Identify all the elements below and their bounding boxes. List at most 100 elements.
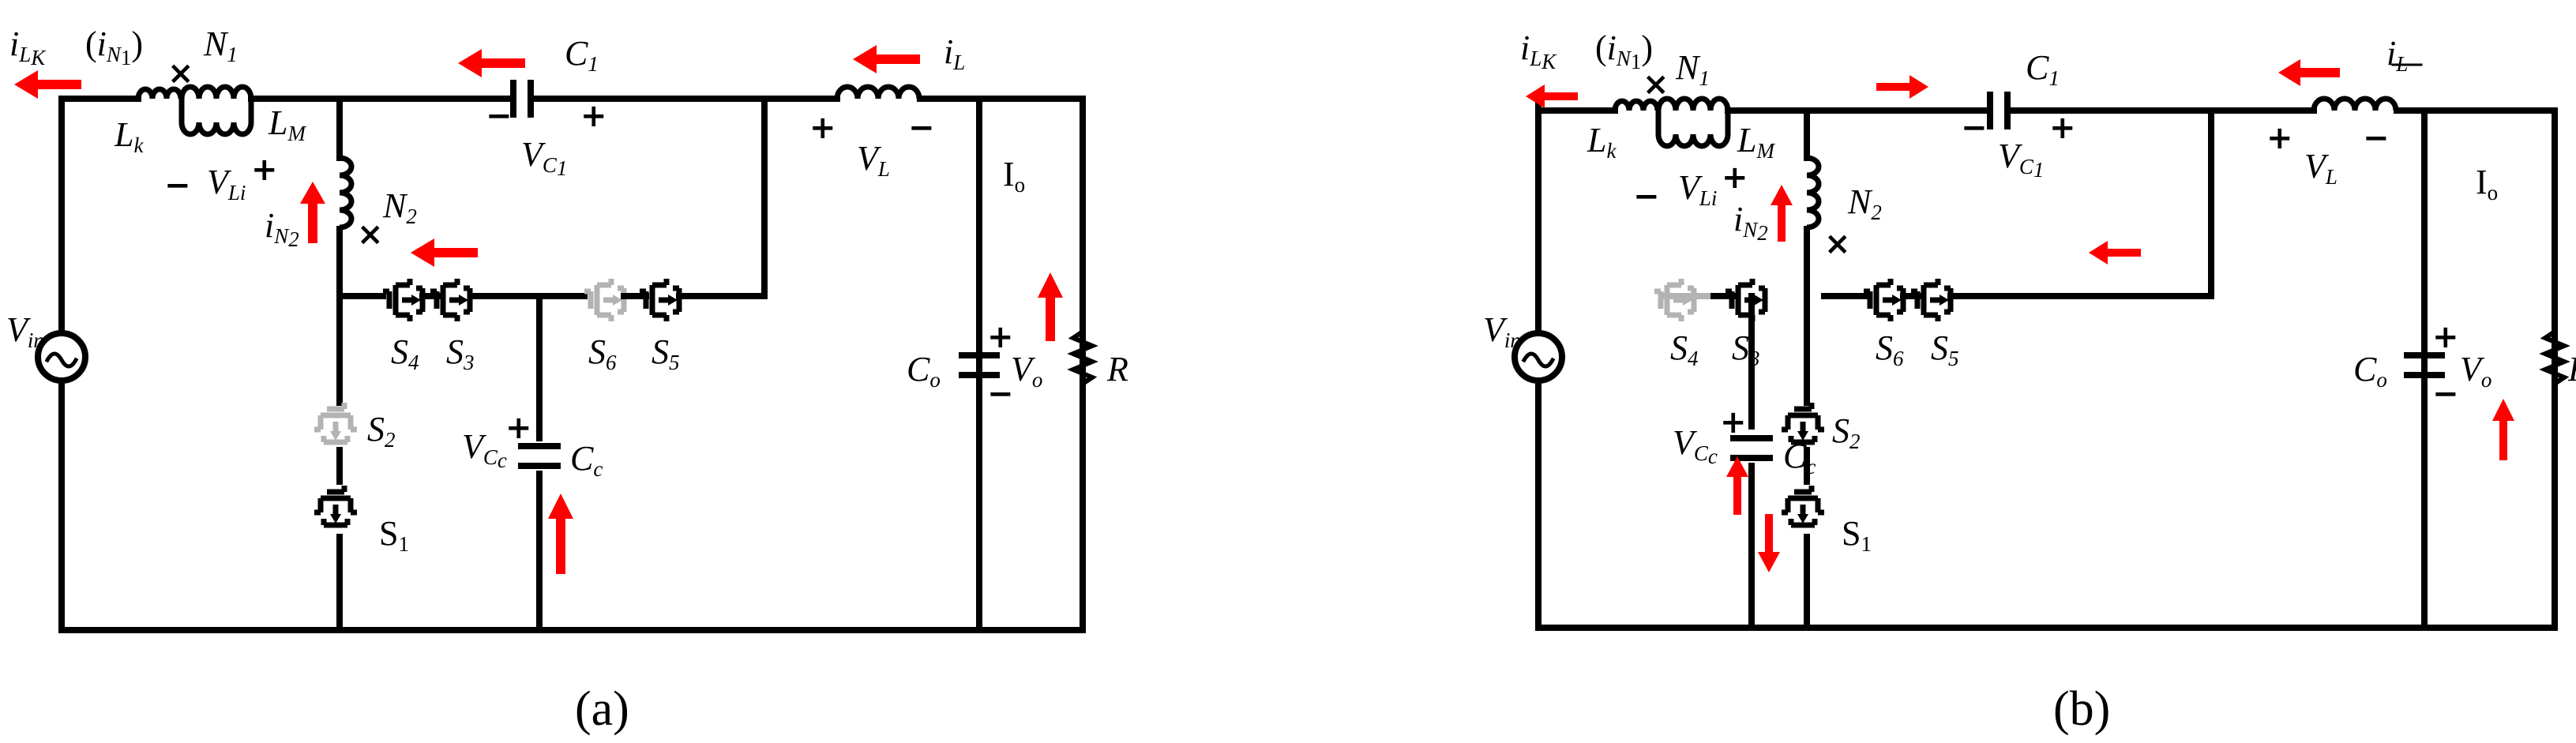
panel-a-io-arrow [1038, 272, 1063, 341]
panel-a-s5-switch [640, 279, 679, 321]
panel-a-cc-plus: + [505, 410, 532, 446]
panel-b-cc-capacitor [1730, 435, 1773, 461]
panel-b-s6-label: S6 [1876, 328, 1904, 370]
panel-b: × × − + − + + − + + [1483, 28, 2576, 736]
panel-b-vli-label: VLi [1678, 168, 1717, 210]
panel-a-s4-switch [383, 279, 422, 321]
panel-a-vcc-label: VCc [462, 427, 507, 472]
panel-b-s3-switch [1725, 279, 1765, 321]
panel-a-caption: (a) [575, 682, 629, 736]
panel-a-in2-label: iN2 [265, 206, 299, 251]
panel-b-vli-plus: + [1722, 159, 1748, 196]
panel-b-in1-label: (iN1) [1595, 28, 1653, 73]
panel-a-vc1-label: VC1 [521, 135, 567, 180]
panel-a-il-label: iL [944, 32, 965, 74]
panel-a-wires [58, 96, 1086, 633]
panel-b-c1-label: C1 [2026, 48, 2060, 90]
panel-a: × × [6, 24, 1128, 736]
panel-a-labels: iLK (iN1) N1 C1 iL Lk LM VLi VC1 VL Io i… [6, 24, 1128, 556]
panel-b-r-label: R [2567, 350, 2576, 388]
panel-b-cc-plus: + [1720, 404, 1747, 441]
panel-a-cc-arrow [548, 493, 573, 574]
panel-b-n1-dot: × [1643, 66, 1669, 103]
panel-a-vc1-plus: + [580, 98, 607, 134]
panel-b-vin-label: Vin [1483, 310, 1521, 352]
panel-a-vl-label: VL [857, 139, 890, 181]
panel-a-vin-source [35, 330, 88, 384]
panel-a-vin-label: Vin [6, 310, 44, 352]
panel-b-il-label: iL [2386, 34, 2408, 76]
panel-a-s1-switch [314, 486, 357, 525]
panel-b-s4-switch [1654, 279, 1694, 321]
panel-a-s3-switch [430, 279, 470, 321]
panel-b-n2-dot: × [1824, 226, 1851, 262]
panel-b-vl-plus: + [2266, 120, 2293, 156]
panel-b-lk-inductor [1612, 98, 1661, 111]
panel-a-r-resistor [1067, 328, 1098, 388]
panel-a-vl-minus: − [908, 110, 935, 146]
panel-a-in2-arrow [300, 182, 325, 243]
panel-b-vin-source [1511, 330, 1565, 384]
panel-b-s3-label: S3 [1732, 328, 1760, 370]
panel-a-lk-label: Lk [114, 115, 144, 157]
panel-a-vc1-minus: − [486, 98, 513, 134]
panel-a-co-minus: − [987, 376, 1014, 412]
panel-b-r-resistor [2539, 328, 2570, 388]
panel-a-s1-label: S1 [379, 514, 409, 556]
panel-b-s6-switch [1864, 279, 1903, 321]
panel-a-lm-label: LM [268, 103, 306, 145]
panel-a-lk-inductor [135, 86, 184, 99]
panel-b-co-label: Co [2353, 350, 2387, 392]
panel-a-s4-label: S4 [391, 332, 419, 374]
panel-a-n1-winding [178, 84, 254, 137]
panel-b-vc1-label: VC1 [1998, 137, 2044, 182]
panel-a-vli-label: VLi [207, 163, 246, 205]
panel-b-current-arrows [1526, 59, 2514, 572]
panel-b-n2-label: N2 [1847, 182, 1882, 224]
panel-a-current-arrows [14, 45, 1063, 574]
panel-a-n2-dot: × [357, 216, 384, 253]
panel-b-s1-arrow [1726, 456, 1748, 515]
panel-a-c1-arrow [458, 49, 525, 77]
panel-b-cc-arrow [1758, 514, 1780, 572]
panel-a-l-inductor [834, 84, 922, 99]
panel-b-s1-label: S1 [1842, 514, 1872, 556]
panel-b-n1-winding [1655, 96, 1731, 149]
panel-a-io-label: Io [1003, 155, 1025, 197]
panel-a-s3-label: S3 [446, 332, 475, 374]
panel-a-s4s3-arrow [411, 238, 478, 267]
panel-b-vl-label: VL [2304, 147, 2338, 189]
panel-b-co-capacitor [2404, 352, 2445, 378]
panel-a-n2-winding [339, 155, 355, 231]
panel-b-vc1-minus: − [1961, 110, 1988, 146]
panel-b-s5-label: S5 [1931, 328, 1959, 370]
panel-b-c1-arrow [1876, 75, 1928, 99]
panel-a-vli-minus: − [164, 167, 191, 204]
panel-b-in2-label: iN2 [1733, 200, 1768, 245]
svg-text:iLK: iLK [1520, 28, 1557, 73]
panel-a-n1-label: N1 [203, 24, 238, 66]
panel-b-lk-label: Lk [1587, 121, 1617, 163]
panel-b-lm-label: LM [1737, 121, 1775, 163]
panel-a-co-plus: + [987, 319, 1014, 355]
panel-b-co-minus: − [2432, 376, 2459, 412]
panel-b-ilk-label: i [1520, 28, 1530, 67]
panel-b-vcc-label: VCc [1673, 423, 1718, 468]
panel-a-cc-capacitor [518, 443, 561, 469]
panel-a-in1-label: (iN1) [85, 24, 143, 69]
panel-b-s6s5-arrow [2089, 241, 2141, 265]
panel-a-s2-switch [314, 403, 357, 442]
panel-b-n2-winding [1806, 155, 1822, 231]
panel-a-ilk-label: i [9, 24, 19, 63]
panel-a-co-capacitor [959, 352, 1000, 633]
panel-a-n2-label: N2 [382, 186, 417, 228]
panel-b-s4-label: S4 [1670, 328, 1699, 370]
panel-a-vl-plus: + [809, 110, 836, 146]
panel-b-vl-minus: − [2363, 120, 2390, 156]
panel-a-vli-plus: + [251, 152, 278, 188]
svg-text:iLK: iLK [9, 24, 47, 69]
panel-a-r-label: R [1106, 350, 1128, 388]
panel-a-s6-label: S6 [588, 332, 617, 374]
panel-b-n1-label: N1 [1675, 48, 1710, 90]
